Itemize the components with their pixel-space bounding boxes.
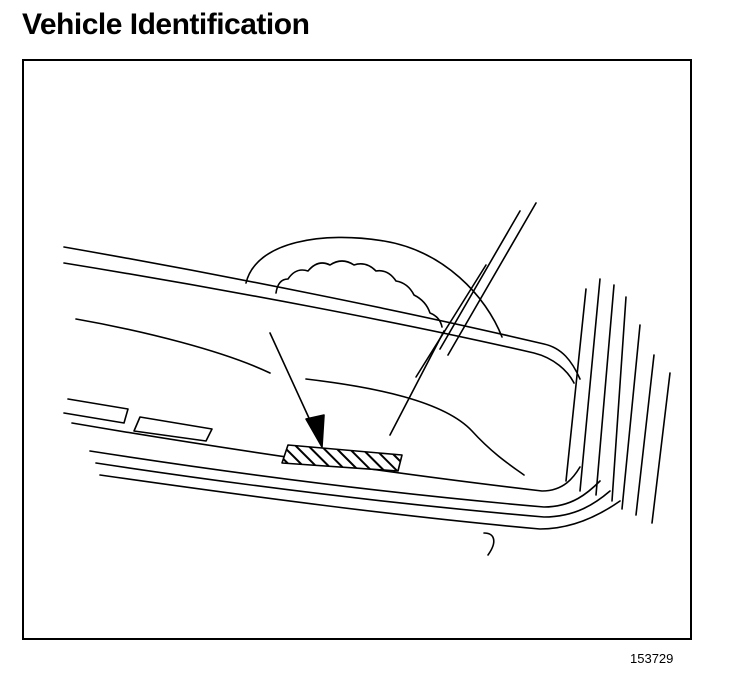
cowl-edge-4: [99, 474, 621, 530]
windshield-pillar-line-4: [611, 296, 627, 502]
diagonal-line-3: [415, 264, 487, 378]
cowl-edge-1: [71, 422, 581, 492]
instrument-cluster-scallops: [275, 260, 443, 328]
diagonal-line-2: [447, 202, 537, 356]
windshield-pillar-line-7: [651, 372, 671, 524]
left-vent: [63, 398, 129, 424]
vin-pointer-arrowhead: [305, 414, 325, 448]
page-title: Vehicle Identification: [22, 8, 310, 41]
cowl-edge-2: [89, 450, 601, 508]
vin-location-illustration: [63, 202, 671, 556]
center-vent: [133, 416, 213, 442]
dashboard-top-edge-inner: [63, 262, 575, 384]
windshield-pillar-line-1: [565, 288, 587, 482]
figure-number: 153729: [630, 651, 674, 666]
windshield-pillar-line-3: [595, 284, 615, 496]
dashboard-top-edge: [63, 246, 581, 380]
dashboard-face-line-1: [75, 318, 271, 374]
diagonal-line-4: [389, 330, 445, 436]
diagonal-line-1: [439, 210, 521, 350]
figure-frame: [22, 59, 692, 640]
windshield-pillar-line-2: [579, 278, 601, 492]
cowl-edge-3: [95, 462, 611, 518]
windshield-pillar-line-6: [635, 354, 655, 516]
cowl-edge-5: [483, 532, 495, 556]
vin-pointer-line: [269, 332, 315, 430]
vin-plate: [281, 444, 403, 472]
instrument-cluster-hood: [245, 236, 503, 338]
dashboard-face-line-2: [305, 378, 525, 476]
windshield-pillar-line-5: [621, 324, 641, 510]
